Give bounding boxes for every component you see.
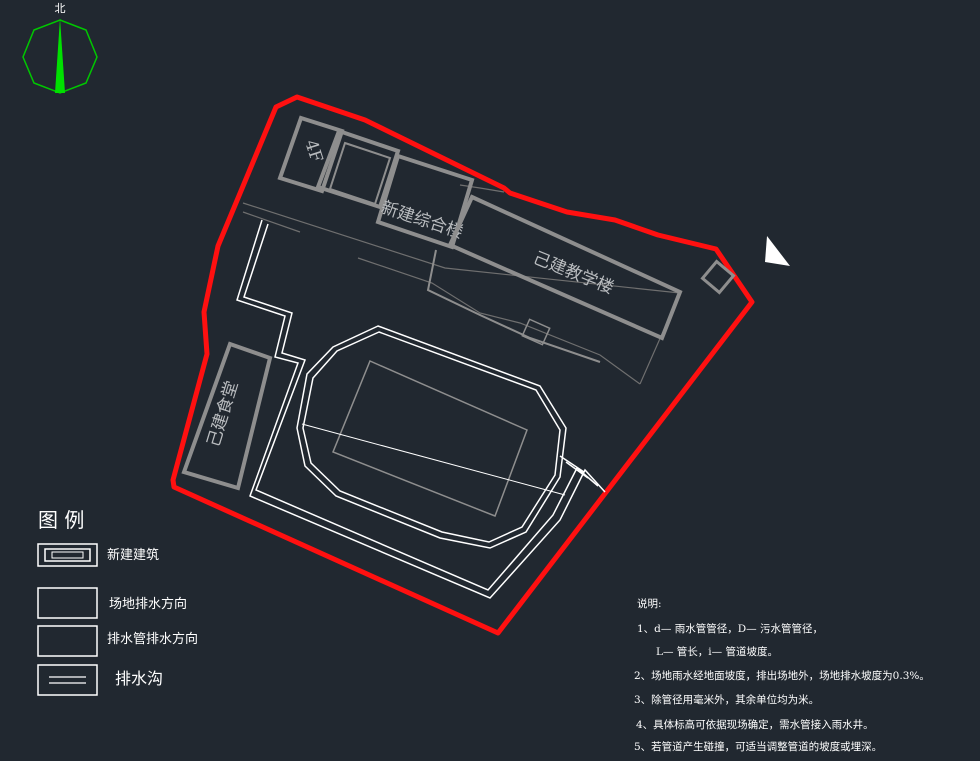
site-boundary xyxy=(170,94,755,636)
teaching-outline xyxy=(447,194,683,341)
compass-needle-icon xyxy=(55,18,65,93)
ditch-box-icon xyxy=(37,664,98,696)
track-outer xyxy=(296,325,567,549)
drainage-ditch-network xyxy=(236,219,606,599)
legend-label-ditch: 排水沟 xyxy=(115,669,163,688)
note-line-6: 5、若管道产生碰撞，可适当调整管道的坡度或埋深。 xyxy=(634,740,882,753)
site-drainage-box-icon xyxy=(37,587,98,619)
small-structure xyxy=(700,259,736,295)
football-field xyxy=(332,360,528,517)
new-building-symbol-core xyxy=(51,551,84,559)
notes-title: 说明: xyxy=(637,597,662,610)
track-inner xyxy=(302,331,561,543)
new-building-symbol-inner xyxy=(44,548,91,562)
building-new-complex: 新建综合楼 xyxy=(315,128,475,250)
field-center-line xyxy=(301,423,566,496)
north-compass: 北 xyxy=(22,2,98,94)
new-complex-outer xyxy=(315,128,401,210)
north-label: 北 xyxy=(55,2,66,15)
notes: 说明: 1、d— 雨水管管径，D— 污水管管径， L— 管长，i— 管道坡度。 … xyxy=(634,597,930,753)
legend-item-site-drainage: 场地排水方向 xyxy=(37,587,187,619)
teaching-annex xyxy=(426,249,601,363)
note-line-1: 1、d— 雨水管管径，D— 污水管管径， xyxy=(637,622,823,635)
building-canteen: 己建食堂 xyxy=(181,341,273,491)
legend-item-pipe-drainage: 排水管排水方向 xyxy=(37,625,198,657)
legend-label-new-building: 新建建筑 xyxy=(107,547,159,563)
new-building-symbol-icon xyxy=(37,543,98,567)
legend-label-site-drainage: 场地排水方向 xyxy=(109,596,187,612)
legend-label-pipe-drainage: 排水管排水方向 xyxy=(107,631,198,647)
gym-label: 4F xyxy=(300,137,326,165)
drainage-arrow-icon xyxy=(765,236,790,266)
legend-title: 图 例 xyxy=(38,508,84,532)
canteen-outline xyxy=(181,341,273,491)
legend-item-ditch: 排水沟 xyxy=(37,664,163,696)
new-complex-inner xyxy=(328,141,392,206)
teaching-stair xyxy=(521,318,551,346)
gym-outline xyxy=(277,115,345,194)
note-line-2: L— 管长，i— 管道坡度。 xyxy=(656,645,778,658)
pipe-drainage-box-icon xyxy=(37,625,98,657)
note-line-5: 4、具体标高可依据现场确定，需水管接入雨水井。 xyxy=(636,718,874,731)
legend: 图 例 新建建筑 场地排水方向 排水管排水方向 排水沟 xyxy=(37,508,198,696)
legend-item-new-building: 新建建筑 xyxy=(37,543,159,567)
note-line-4: 3、除管径用毫米外，其余单位均为米。 xyxy=(634,693,819,706)
canteen-label: 己建食堂 xyxy=(204,379,243,450)
note-line-3: 2、场地雨水经地面坡度，排出场地外，场地排水坡度为0.3%。 xyxy=(634,669,930,682)
